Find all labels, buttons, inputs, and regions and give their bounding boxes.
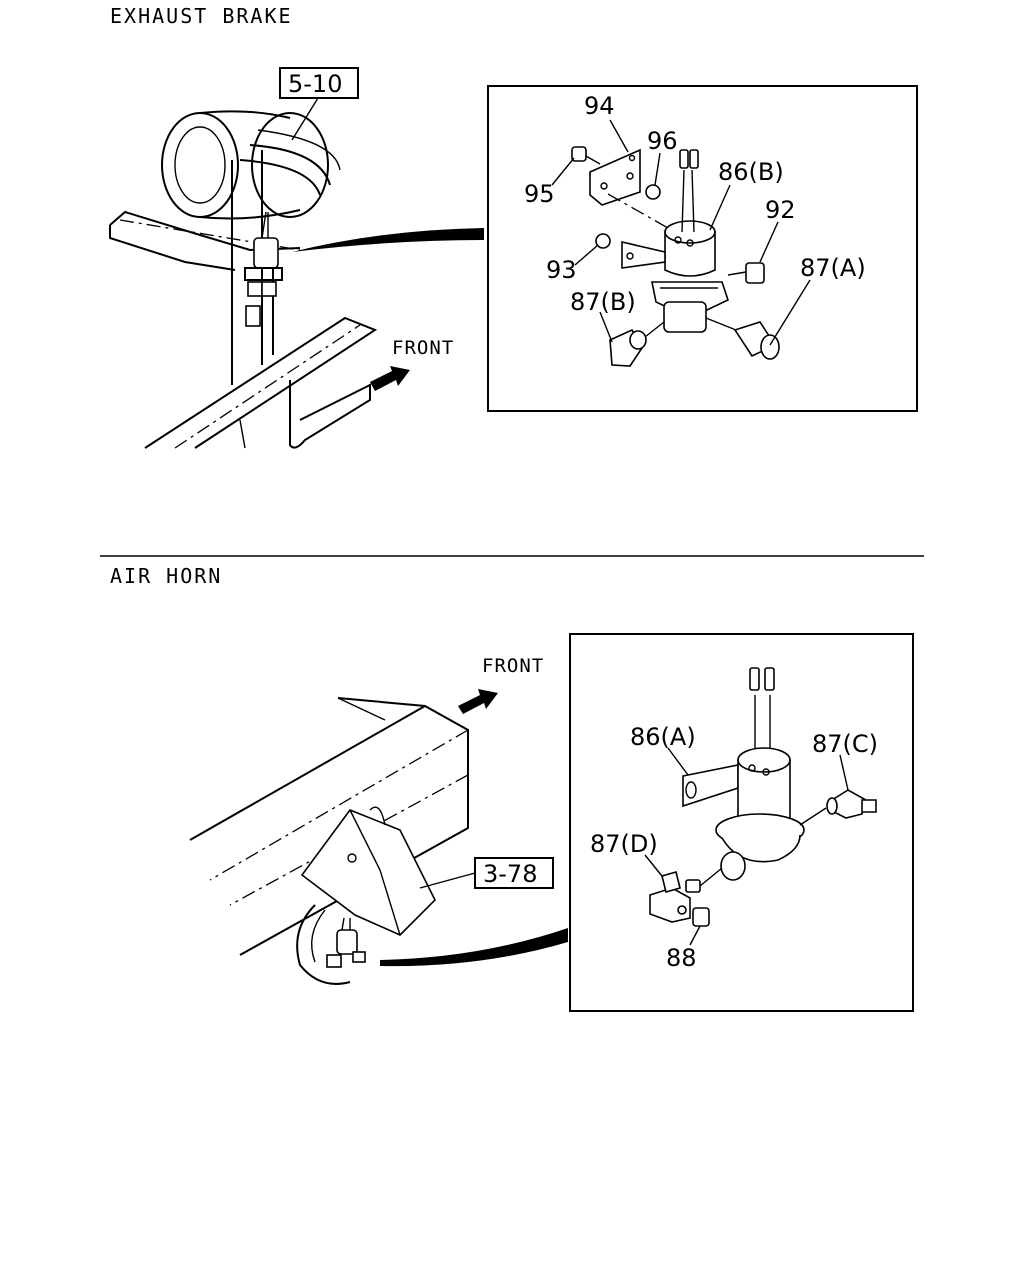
air-horn-detail-box: [569, 633, 914, 1012]
reference-label-3-78: 3-78: [483, 860, 537, 888]
exhaust-brake-chassis-view: [109, 110, 484, 449]
reference-box-5-10: [279, 67, 359, 99]
exhaust-brake-detail-box: [487, 85, 918, 412]
reference-label-5-10: 5-10: [288, 70, 342, 98]
part-label-86b: 86(B): [718, 158, 784, 186]
air-horn-frame-view: [189, 689, 568, 985]
front-label-bottom: FRONT: [482, 655, 544, 677]
part-label-87c: 87(C): [812, 730, 878, 758]
part-label-88: 88: [666, 944, 697, 972]
section-title-exhaust-brake: EXHAUST BRAKE: [110, 4, 293, 28]
part-label-87b: 87(B): [570, 288, 636, 316]
exhaust-brake-valve-exploded: [571, 146, 780, 367]
part-label-87d: 87(D): [590, 830, 658, 858]
part-label-87a: 87(A): [800, 254, 866, 282]
part-label-92: 92: [765, 196, 796, 224]
part-label-95: 95: [524, 180, 555, 208]
section-title-air-horn: AIR HORN: [110, 564, 223, 588]
part-label-86a: 86(A): [630, 723, 696, 751]
part-label-93: 93: [546, 256, 577, 284]
part-label-96: 96: [647, 127, 678, 155]
part-label-94: 94: [584, 92, 615, 120]
front-label-top: FRONT: [392, 337, 454, 359]
air-horn-valve-exploded: [649, 667, 877, 927]
